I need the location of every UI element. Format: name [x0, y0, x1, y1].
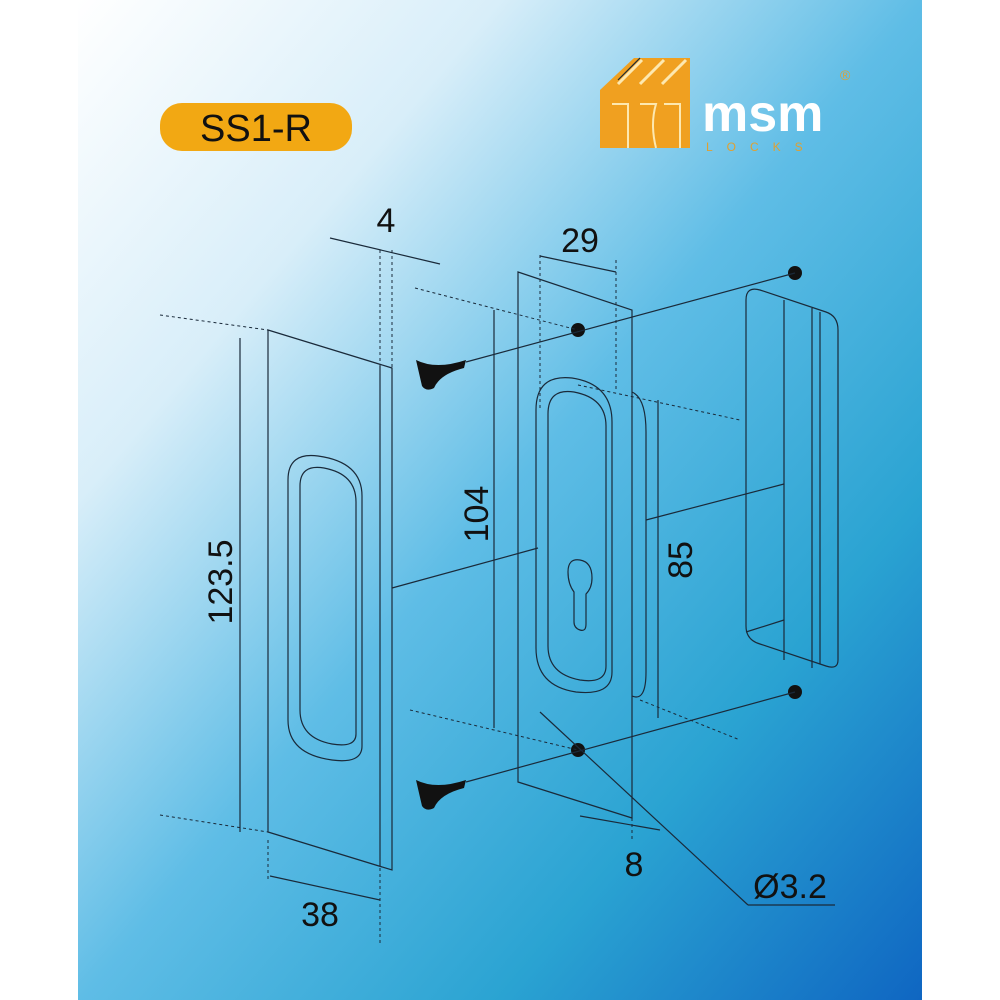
model-badge: SS1-R [160, 103, 352, 151]
dim-inner-width: 29 [561, 222, 599, 260]
dim-height-total: 123.5 [202, 539, 240, 624]
dimension-lines [239, 237, 835, 906]
msm-logo: msm LOCKS ® [600, 57, 851, 154]
dim-offset: 8 [625, 846, 644, 884]
dim-width-total: 38 [301, 896, 339, 934]
brand-name: msm [702, 85, 823, 143]
registered-mark: ® [840, 67, 851, 83]
dim-screw-diameter: Ø3.2 [753, 868, 827, 906]
screw-bottom [416, 780, 466, 810]
screw-top [416, 360, 466, 390]
model-label: SS1-R [200, 108, 312, 150]
dim-cutout-height: 85 [662, 541, 700, 579]
hole-dot [571, 743, 585, 757]
background-panel [78, 0, 922, 1000]
dim-thickness: 4 [377, 202, 396, 240]
brand-sub: LOCKS [706, 140, 817, 154]
dim-height-inner: 104 [458, 486, 496, 543]
assembly-lines [159, 250, 796, 945]
right-insert [745, 288, 839, 668]
